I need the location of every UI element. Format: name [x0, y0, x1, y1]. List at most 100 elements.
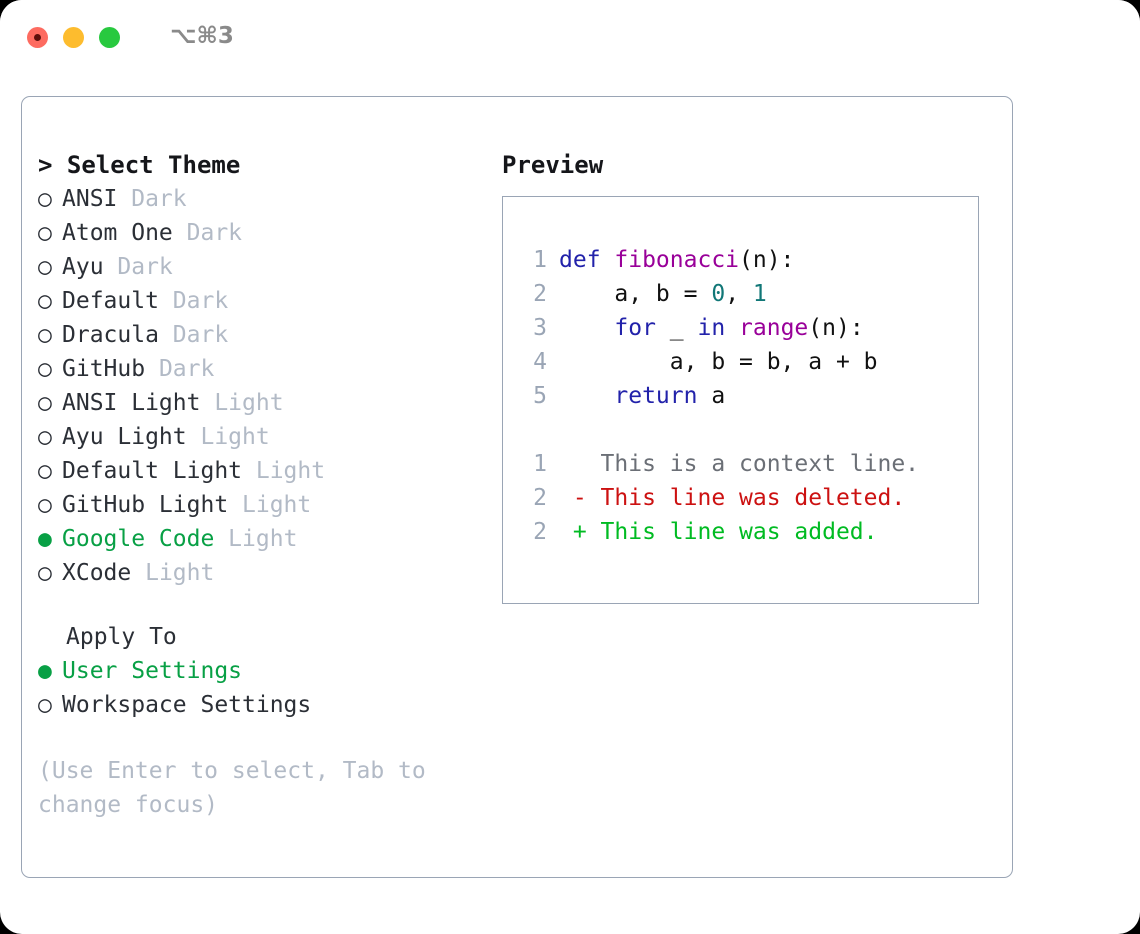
- theme-variant-tag: Light: [186, 424, 270, 450]
- theme-variant-tag: Light: [228, 492, 312, 518]
- minimize-window-button[interactable]: [63, 27, 84, 48]
- line-number: 5: [533, 383, 547, 409]
- code-token: [725, 315, 739, 341]
- theme-variant-tag: Light: [131, 560, 215, 586]
- code-token: in: [697, 315, 726, 341]
- code-token: a, b = b, a + b: [559, 349, 878, 375]
- radio-unselected-icon[interactable]: ○: [38, 424, 52, 450]
- theme-variant-tag: Dark: [172, 220, 243, 246]
- code-line: 3 for _ in range(n):: [521, 311, 919, 345]
- diff-text: This line was added.: [600, 519, 878, 545]
- theme-variant-tag: Dark: [117, 186, 187, 212]
- line-number: 1: [533, 451, 547, 477]
- traffic-light-group: [27, 27, 120, 48]
- theme-option-row[interactable]: ○ GitHub Light Light: [38, 488, 468, 522]
- maximize-window-button[interactable]: [99, 27, 120, 48]
- code-token: range: [739, 315, 809, 341]
- theme-variant-tag: Dark: [145, 356, 215, 382]
- titlebar: ⌥⌘3: [0, 0, 1140, 78]
- theme-option-label: XCode: [62, 560, 132, 586]
- radio-unselected-icon[interactable]: ○: [38, 254, 52, 280]
- theme-option-row[interactable]: ● Google Code Light: [38, 522, 468, 556]
- code-token: ,: [725, 281, 753, 307]
- code-token: for: [614, 315, 656, 341]
- apply-to-option-row[interactable]: ○Workspace Settings: [38, 688, 468, 722]
- diff-line: 2 - This line was deleted.: [521, 481, 919, 515]
- radio-unselected-icon[interactable]: ○: [38, 492, 52, 518]
- theme-options-list[interactable]: ○ANSI Dark○Atom One Dark○Ayu Dark○Defaul…: [38, 182, 468, 590]
- code-token: _: [655, 315, 698, 341]
- radio-unselected-icon[interactable]: ○: [38, 220, 52, 246]
- radio-unselected-icon[interactable]: ○: [38, 390, 52, 416]
- diff-text: This line was deleted.: [600, 485, 906, 511]
- keyboard-shortcut-badge: ⌥⌘3: [170, 23, 234, 49]
- spacer: [38, 590, 468, 620]
- apply-to-options-list[interactable]: ● User Settings ○Workspace Settings: [38, 654, 468, 722]
- theme-option-label: Ayu: [62, 254, 104, 280]
- line-number: 1: [533, 247, 547, 273]
- radio-unselected-icon[interactable]: ○: [38, 692, 52, 718]
- theme-list-heading: > Select Theme: [38, 151, 241, 179]
- apply-to-heading: Apply To: [66, 624, 177, 650]
- diff-line: 1 This is a context line.: [521, 447, 919, 481]
- code-token: return: [614, 383, 698, 409]
- theme-option-label: GitHub: [62, 356, 146, 382]
- radio-unselected-icon[interactable]: ○: [38, 186, 52, 212]
- code-line: 5 return a: [521, 379, 919, 413]
- code-token: def: [559, 247, 615, 273]
- radio-unselected-icon[interactable]: ○: [38, 560, 52, 586]
- radio-unselected-icon[interactable]: ○: [38, 458, 52, 484]
- theme-option-row[interactable]: ○ Ayu Dark: [38, 250, 468, 284]
- radio-unselected-icon[interactable]: ○: [38, 322, 52, 348]
- theme-option-label: Dracula: [62, 322, 159, 348]
- blank-line: [521, 413, 919, 447]
- diff-marker: [559, 451, 601, 477]
- code-line: 4 a, b = b, a + b: [521, 345, 919, 379]
- code-line: 2 a, b = 0, 1: [521, 277, 919, 311]
- line-number: 2: [533, 281, 547, 307]
- theme-option-label: ANSI: [62, 186, 118, 212]
- theme-option-label: Default Light: [62, 458, 243, 484]
- theme-option-row[interactable]: ○Default Light Light: [38, 454, 468, 488]
- theme-option-row[interactable]: ○ Atom One Dark: [38, 216, 468, 250]
- theme-option-label: ANSI Light: [62, 390, 201, 416]
- radio-selected-icon[interactable]: ●: [38, 526, 52, 552]
- line-number: 2: [533, 485, 547, 511]
- theme-variant-tag: Dark: [103, 254, 173, 280]
- radio-selected-icon[interactable]: ●: [38, 658, 52, 684]
- radio-unselected-icon[interactable]: ○: [38, 288, 52, 314]
- code-line: 1 def fibonacci(n):: [521, 243, 919, 277]
- code-token: fibonacci: [614, 247, 740, 273]
- theme-option-label: Ayu Light: [62, 424, 187, 450]
- radio-unselected-icon[interactable]: ○: [38, 356, 52, 382]
- theme-variant-tag: Light: [214, 526, 298, 552]
- theme-option-row[interactable]: ○Default Dark: [38, 284, 468, 318]
- close-window-button[interactable]: [27, 27, 48, 48]
- code-token: [559, 315, 614, 341]
- theme-option-row[interactable]: ○ ANSI Dark: [38, 182, 468, 216]
- theme-option-row[interactable]: ○ GitHub Dark: [38, 352, 468, 386]
- theme-selector-column: > Select Theme ○ANSI Dark○Atom One Dark○…: [38, 148, 468, 822]
- apply-to-option-label: User Settings: [62, 658, 243, 684]
- theme-option-row[interactable]: ○ XCode Light: [38, 556, 468, 590]
- code-token: (n):: [808, 315, 864, 341]
- apply-to-option-row[interactable]: ● User Settings: [38, 654, 468, 688]
- theme-option-label: GitHub Light: [62, 492, 229, 518]
- theme-option-row[interactable]: ○ANSI Light Light: [38, 386, 468, 420]
- preview-heading: Preview: [502, 151, 604, 179]
- diff-text: This is a context line.: [600, 451, 920, 477]
- diff-marker: +: [559, 519, 601, 545]
- line-number: 2: [533, 519, 547, 545]
- code-token: (n):: [739, 247, 795, 273]
- diff-marker: -: [559, 485, 601, 511]
- code-token: 0: [711, 281, 726, 307]
- code-token: a: [697, 383, 726, 409]
- theme-option-row[interactable]: ○Dracula Dark: [38, 318, 468, 352]
- code-token: [559, 383, 614, 409]
- theme-option-row[interactable]: ○ Ayu Light Light: [38, 420, 468, 454]
- theme-option-label: Atom One: [62, 220, 173, 246]
- theme-option-label: Google Code: [62, 526, 215, 552]
- code-token: a, b =: [559, 281, 712, 307]
